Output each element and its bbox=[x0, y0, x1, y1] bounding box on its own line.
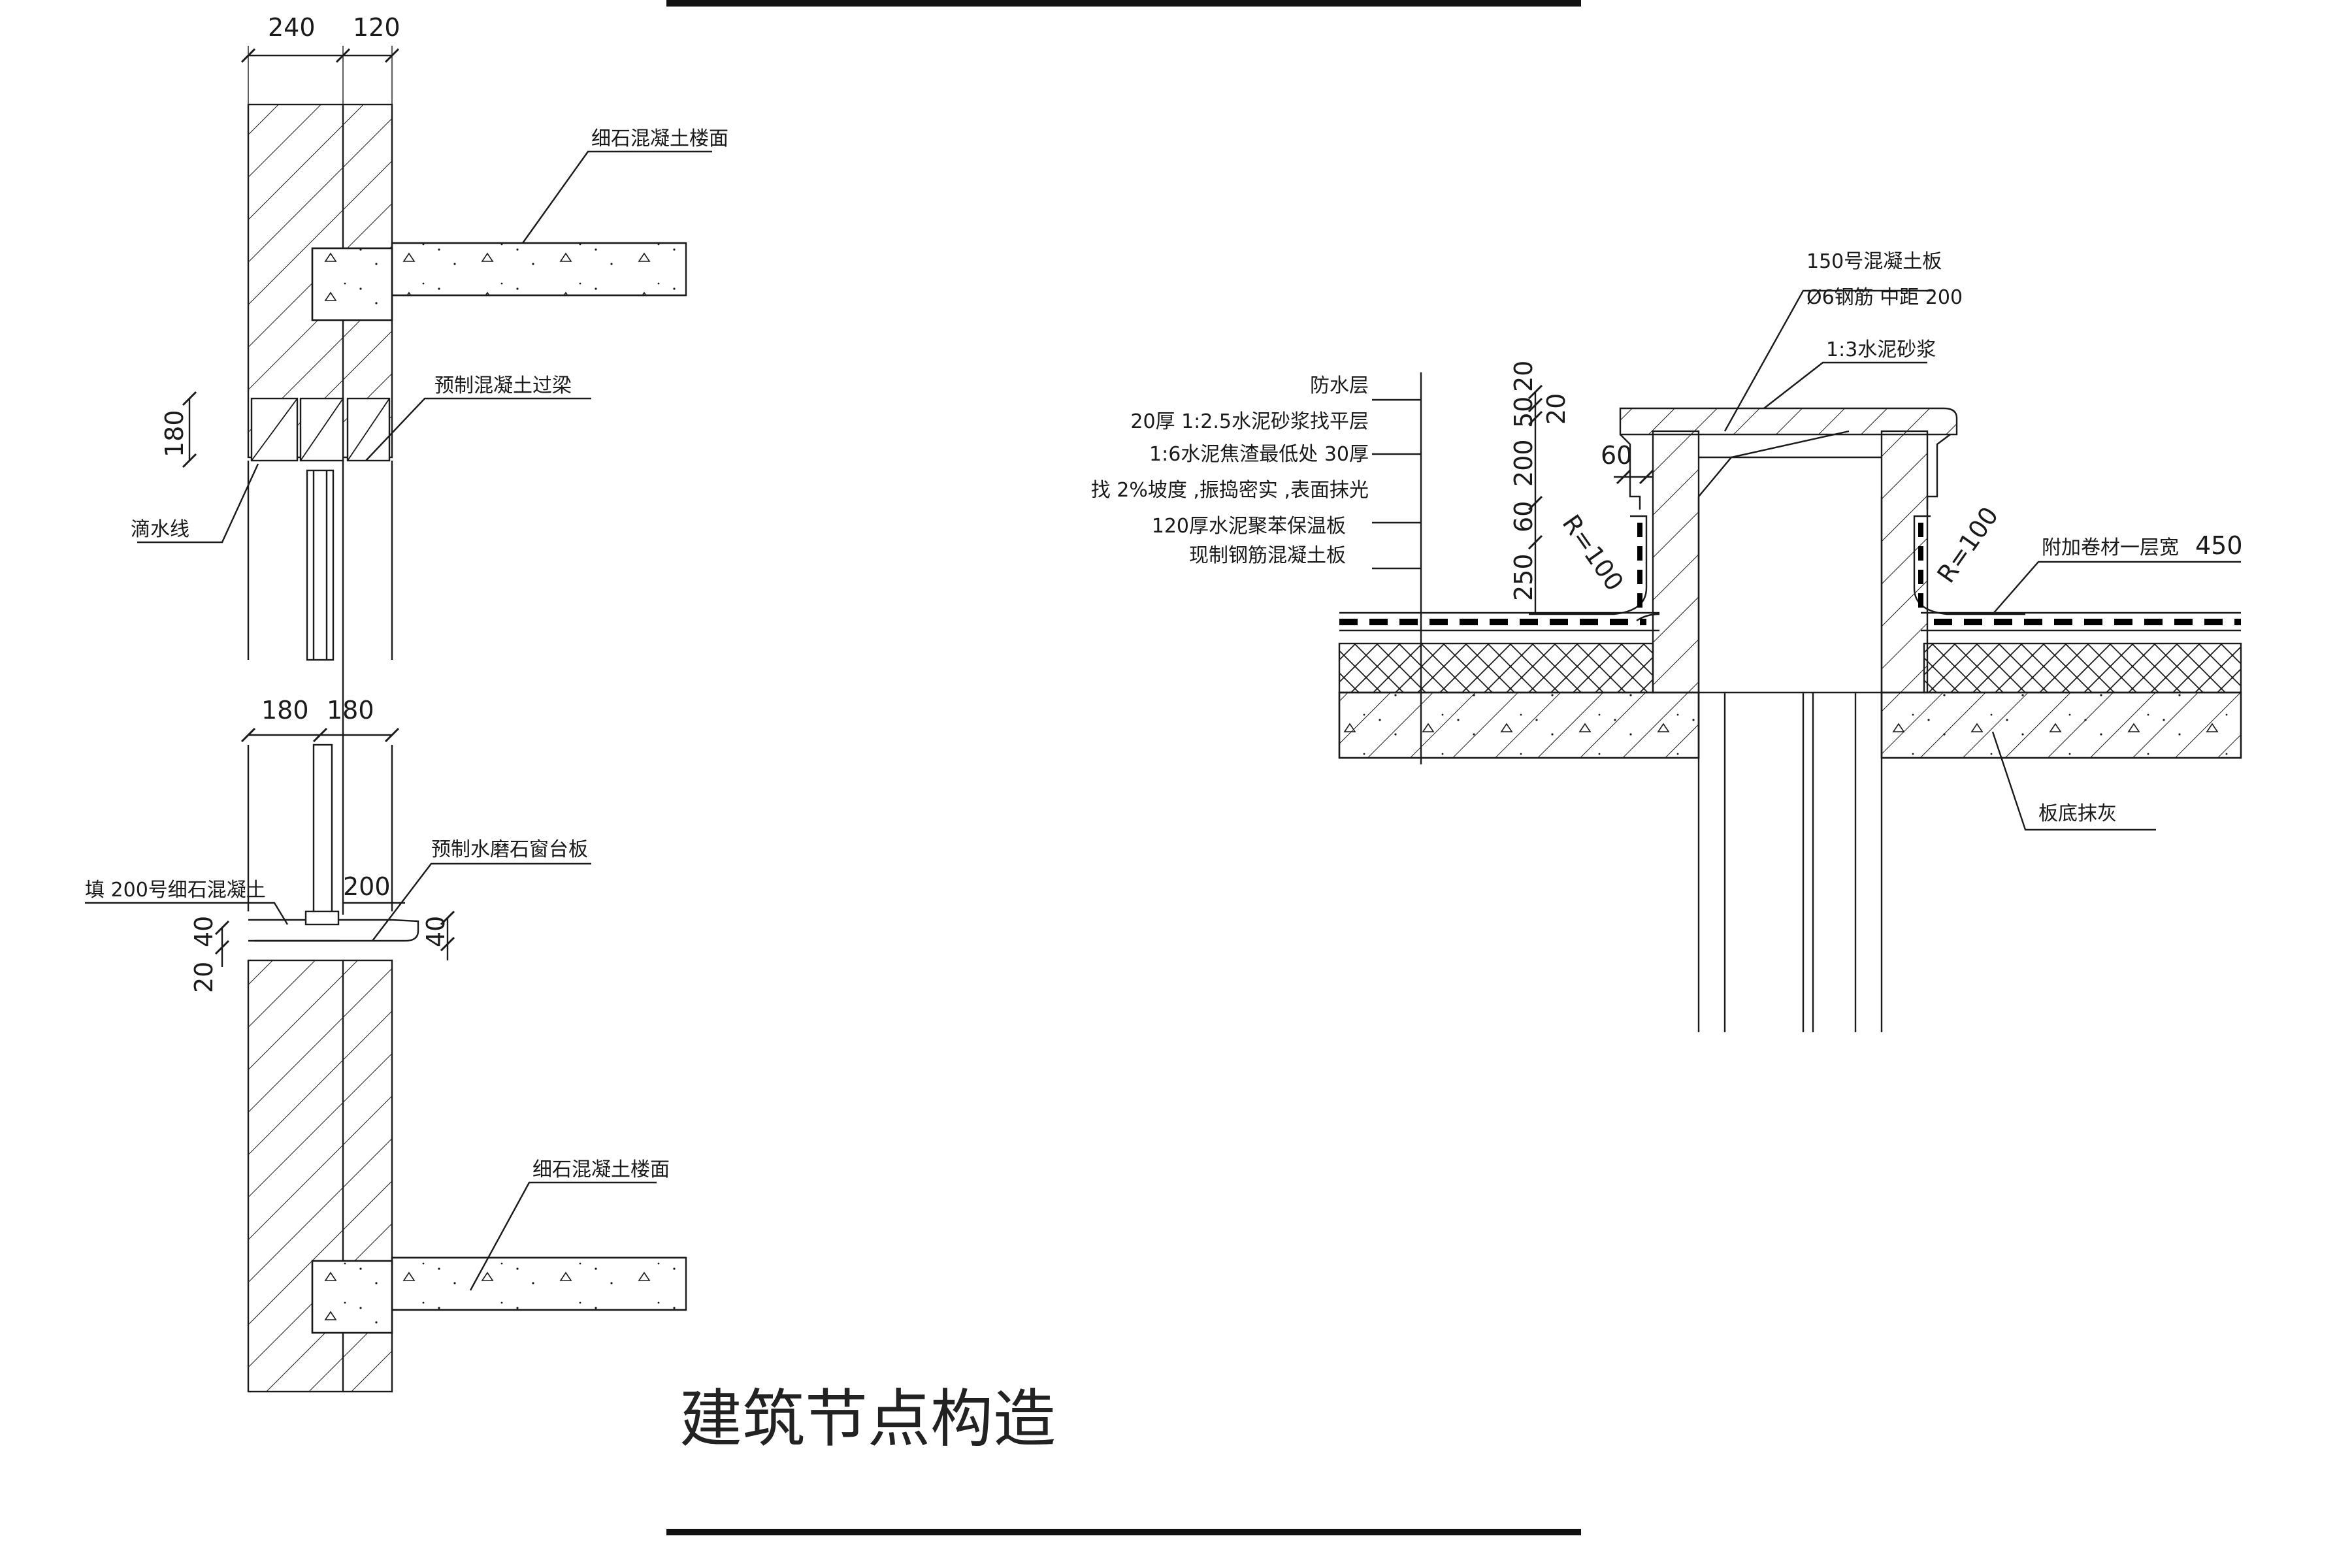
detail-roof bbox=[1338, 289, 2242, 1032]
dim-sill-h2: 40 bbox=[189, 916, 218, 947]
label-extra-membrane: 附加卷材一层宽 bbox=[2042, 536, 2179, 559]
roof-layer-list: 防水层 20厚 1:2.5水泥砂浆找平层 1:6水泥焦渣最低处 30厚 找 2%… bbox=[1091, 374, 1369, 567]
dim-wall-inner: 120 bbox=[353, 13, 400, 42]
label-rebar: Ø6钢筋 中距 200 bbox=[1806, 286, 1963, 309]
label-ceiling-plaster: 板底抹灰 bbox=[2038, 802, 2117, 825]
dim-lintel-height: 180 bbox=[160, 410, 189, 457]
dim-roof-20b: 20 bbox=[1542, 393, 1571, 425]
label-drip-line: 滴水线 bbox=[131, 518, 189, 541]
dim-roof-60b: 60 bbox=[1509, 501, 1538, 532]
dim-roof-50: 50 bbox=[1509, 397, 1538, 428]
label-floor-bottom: 细石混凝土楼面 bbox=[532, 1158, 670, 1181]
dim-radius-left: R=100 bbox=[1557, 510, 1629, 596]
roof-layer-3: 1:6水泥焦渣最低处 30厚 bbox=[1149, 443, 1369, 466]
dim-sill-width: 200 bbox=[343, 872, 391, 901]
sheet-border bbox=[666, 0, 1581, 1535]
label-sill-fill: 填 200号细石混凝土 bbox=[85, 879, 266, 902]
detail-lintel bbox=[137, 46, 712, 661]
roof-layer-2: 20厚 1:2.5水泥砂浆找平层 bbox=[1130, 410, 1369, 433]
label-lintel: 预制混凝土过梁 bbox=[434, 374, 572, 397]
dim-sill-right-h: 40 bbox=[421, 916, 450, 947]
detail-sill bbox=[85, 660, 687, 1393]
dim-radius-right: R=100 bbox=[1931, 502, 2004, 588]
label-cover-slab: 150号混凝土板 bbox=[1806, 250, 1942, 273]
roof-layer-1: 防水层 bbox=[1310, 374, 1369, 397]
dim-sill-right: 180 bbox=[327, 696, 374, 725]
dim-sill-h1: 20 bbox=[189, 962, 218, 993]
dim-sill-left: 180 bbox=[261, 696, 309, 725]
page-title: 建筑节点构造 bbox=[679, 1382, 1056, 1456]
label-mortar: 1:3水泥砂浆 bbox=[1826, 338, 1936, 361]
dim-wall-outer: 240 bbox=[268, 13, 316, 42]
roof-layer-4: 找 2%坡度 ,振捣密实 ,表面抹光 bbox=[1091, 479, 1369, 502]
dim-roof-250: 250 bbox=[1509, 553, 1538, 601]
label-floor-top: 细石混凝土楼面 bbox=[591, 127, 728, 150]
dim-width-450: 450 bbox=[2195, 531, 2243, 560]
label-sill-board: 预制水磨石窗台板 bbox=[431, 838, 588, 861]
dim-roof-60a: 60 bbox=[1601, 441, 1632, 470]
dim-roof-200: 200 bbox=[1509, 439, 1538, 487]
dim-roof-20a: 20 bbox=[1509, 361, 1538, 392]
roof-layer-6: 现制钢筋混凝土板 bbox=[1189, 544, 1346, 567]
roof-layer-5: 120厚水泥聚苯保温板 bbox=[1152, 515, 1346, 538]
